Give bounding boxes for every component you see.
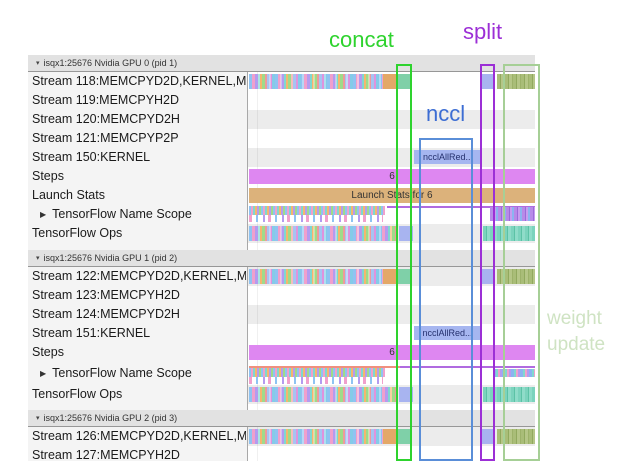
collapse-icon: ▾: [36, 415, 40, 422]
concat-annotation-label: concat: [329, 27, 394, 52]
split-annotation-label: split: [463, 19, 503, 44]
weight-update-highlight-rect: [503, 64, 540, 461]
event-split-stream-122[interactable]: [481, 269, 494, 284]
name-scope-line-gpu1[interactable]: [400, 366, 535, 368]
event-concat-stream-126[interactable]: [397, 429, 412, 444]
section-header-label: isqx1:25676 Nvidia GPU 2 (pid 3): [43, 413, 178, 423]
lane-stream-119: [248, 91, 535, 110]
nccl-annotation-label: nccl: [426, 101, 466, 126]
track-label-stream-122: Stream 122:MEMCPYD2D,KERNEL,MEMSET: [32, 269, 246, 283]
lane-stream-127: [248, 446, 535, 461]
name-scope-band-ragged-gpu0[interactable]: [249, 215, 383, 222]
name-scope-topline-gpu1[interactable]: [249, 366, 400, 368]
name-scope-right-band-gpu1[interactable]: [493, 369, 535, 377]
event-split-stream-118[interactable]: [481, 74, 494, 89]
track-label-stream-127: Stream 127:MEMCPYH2D: [32, 448, 180, 461]
event-nccl-allreduce-gpu0[interactable]: ncclAllRed...: [414, 150, 482, 164]
name-scope-line-gpu0[interactable]: [387, 206, 535, 208]
ops-teal-band-gpu1[interactable]: [483, 387, 535, 402]
ops-blue-event-gpu0[interactable]: [399, 226, 413, 241]
event-band-stream-118[interactable]: [249, 74, 383, 89]
name-scope-band-gpu0[interactable]: [249, 206, 385, 215]
track-label-stream-120: Stream 120:MEMCPYD2H: [32, 112, 180, 126]
track-label-name-scope-gpu0[interactable]: ▶ TensorFlow Name Scope: [32, 205, 246, 224]
event-concat-stream-118[interactable]: [397, 74, 412, 89]
section-header-label: isqx1:25676 Nvidia GPU 0 (pid 1): [43, 58, 178, 68]
event-band-stream-122[interactable]: [249, 269, 383, 284]
track-label-launch-stats: Launch Stats: [32, 188, 105, 202]
track-label-stream-121: Stream 121:MEMCPYP2P: [32, 131, 179, 145]
steps-bar-gpu1[interactable]: 6: [249, 345, 535, 360]
split-highlight-rect: [480, 64, 495, 461]
track-label-stream-118: Stream 118:MEMCPYD2D,KERNEL,MEMSET: [32, 74, 246, 88]
launch-stats-bar[interactable]: Launch Stats for 6: [249, 188, 535, 203]
event-nccl-allreduce-gpu1[interactable]: ncclAllRed...: [414, 326, 481, 340]
weight-update-line1: weight: [547, 308, 602, 329]
expand-icon[interactable]: ▶: [40, 210, 47, 219]
event-weight-update-stream-126[interactable]: [497, 429, 535, 444]
nccl-highlight-rect: [419, 138, 473, 461]
event-orange-stream-118[interactable]: [383, 74, 397, 89]
name-scope-band-gpu1[interactable]: [249, 368, 385, 377]
ops-blue-event-gpu1[interactable]: [399, 387, 413, 402]
expand-icon[interactable]: ▶: [40, 369, 47, 378]
track-label-stream-124: Stream 124:MEMCPYD2H: [32, 307, 180, 321]
track-label-steps-gpu0: Steps: [32, 169, 64, 183]
event-weight-update-stream-122[interactable]: [497, 269, 535, 284]
steps-bar-gpu0[interactable]: 6: [249, 169, 535, 184]
name-scope-label: TensorFlow Name Scope: [52, 366, 192, 380]
event-orange-stream-122[interactable]: [383, 269, 397, 284]
concat-highlight-rect: [396, 64, 412, 461]
event-concat-stream-122[interactable]: [397, 269, 412, 284]
section-header-gpu0[interactable]: ▾ isqx1:25676 Nvidia GPU 0 (pid 1): [28, 55, 535, 72]
event-band-stream-126[interactable]: [249, 429, 383, 444]
track-label-stream-151: Stream 151:KERNEL: [32, 326, 151, 340]
ops-band-gpu0[interactable]: [249, 226, 398, 241]
section-header-gpu2[interactable]: ▾ isqx1:25676 Nvidia GPU 2 (pid 3): [28, 410, 535, 427]
lane-stream-121: [248, 129, 535, 148]
collapse-icon: ▾: [36, 255, 40, 262]
track-label-stream-150: Stream 150:KERNEL: [32, 150, 151, 164]
track-label-steps-gpu1: Steps: [32, 345, 64, 359]
track-label-stream-119: Stream 119:MEMCPYH2D: [32, 93, 180, 107]
track-label-stream-126: Stream 126:MEMCPYD2D,KERNEL,MEMSET: [32, 429, 246, 443]
event-split-stream-126[interactable]: [481, 429, 494, 444]
collapse-icon: ▾: [36, 60, 40, 67]
section-header-gpu1[interactable]: ▾ isqx1:25676 Nvidia GPU 1 (pid 2): [28, 250, 535, 267]
event-orange-stream-126[interactable]: [383, 429, 397, 444]
name-scope-label: TensorFlow Name Scope: [52, 207, 192, 221]
section-header-label: isqx1:25676 Nvidia GPU 1 (pid 2): [43, 253, 178, 263]
name-scope-right-band-gpu0[interactable]: [490, 207, 535, 221]
weight-update-annotation-label: weight update: [547, 306, 605, 358]
track-label-ops-gpu0: TensorFlow Ops: [32, 226, 123, 240]
track-label-stream-123: Stream 123:MEMCPYH2D: [32, 288, 180, 302]
track-label-name-scope-gpu1[interactable]: ▶ TensorFlow Name Scope: [32, 364, 246, 383]
lane-stream-120: [248, 110, 535, 129]
event-weight-update-stream-118[interactable]: [497, 74, 535, 89]
lane-stream-124: [248, 305, 535, 324]
ops-band-gpu1[interactable]: [249, 387, 398, 402]
weight-update-line2: update: [547, 334, 606, 355]
ops-teal-band-gpu0[interactable]: [483, 226, 535, 241]
lane-stream-123: [248, 286, 535, 305]
name-scope-band-ragged-gpu1[interactable]: [249, 377, 383, 384]
track-label-ops-gpu1: TensorFlow Ops: [32, 387, 123, 401]
